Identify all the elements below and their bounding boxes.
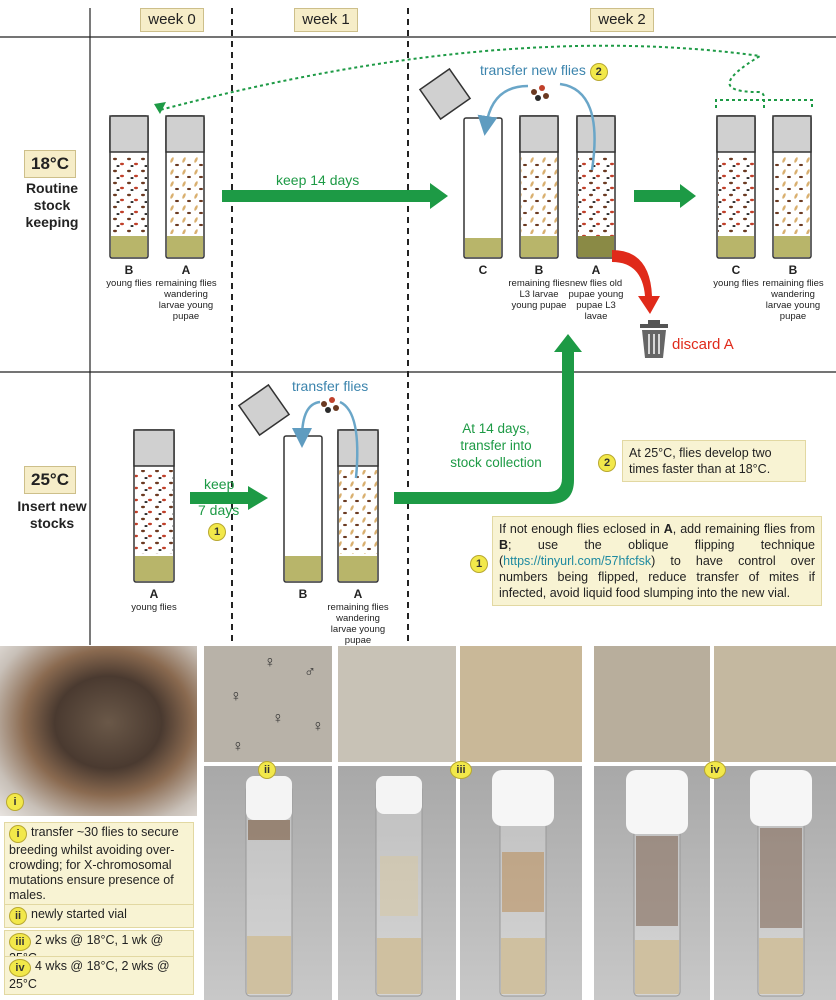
- photo-i: i: [0, 646, 197, 816]
- badge-2-note: 2: [598, 453, 616, 472]
- badge-1-note: 1: [470, 554, 488, 573]
- vial-r1-A2: [576, 115, 616, 259]
- removed-plug-icon-2: [237, 383, 291, 437]
- transfer-arrow-part: [559, 82, 596, 171]
- vial-r1-B3: [772, 115, 812, 259]
- vial-label-r2-B: B: [298, 587, 308, 601]
- photo-ii-top: ♀ ♂ ♀ ♀ ♀ ♀: [204, 646, 332, 762]
- return-bracket: [715, 99, 813, 108]
- discard-arrow: [612, 250, 660, 314]
- temp-25: 25°C: [24, 466, 76, 494]
- return-arrow: [159, 44, 765, 111]
- return-arrow-head: [154, 102, 166, 114]
- transfer-new-flies-label: transfer new flies 2: [480, 62, 608, 81]
- temp-18: 18°C: [24, 150, 76, 178]
- next-step-arrow: [634, 184, 696, 208]
- keep-14-days-label: keep 14 days: [276, 172, 360, 188]
- flies-cluster-icon: [531, 85, 549, 101]
- header-week0: week 0: [140, 8, 204, 32]
- flies-cluster-icon-2: [321, 397, 339, 413]
- vial-photos-overlay: [245, 770, 812, 997]
- flipping-link[interactable]: https://tinyurl.com/57hfcfsk: [503, 554, 652, 568]
- badge-1-arrow: 1: [208, 522, 226, 541]
- row18-title: Routine stock keeping: [25, 180, 79, 230]
- badge-2: 2: [589, 63, 608, 81]
- photo-iv-top-right: [714, 646, 836, 762]
- vial-label-r1-C2: C: [478, 263, 488, 277]
- removed-plug-icon: [418, 67, 472, 121]
- note-two: At 25°C, flies develop two times faster …: [622, 440, 806, 482]
- badge-iii: iii: [450, 760, 472, 779]
- vial-r2-A: [133, 429, 175, 583]
- vial-r1-B2: [519, 115, 559, 259]
- vial-r2-B: [283, 435, 323, 583]
- discard-label: discard A: [672, 336, 734, 353]
- vial-r1-C3: [716, 115, 756, 259]
- photo-iii-top-right: [460, 646, 582, 762]
- transfer-flies-arrow-head: [292, 400, 321, 448]
- header-week2: week 2: [590, 8, 654, 32]
- header-week1: week 1: [294, 8, 358, 32]
- vial-r1-C2: [463, 117, 503, 259]
- keep-7-label-a: keep: [204, 476, 235, 492]
- note-one: If not enough flies eclosed in A, add re…: [492, 516, 822, 606]
- transfer-flies-label: transfer flies: [292, 378, 369, 394]
- transfer-stock-arrow: [394, 334, 582, 504]
- trash-can-icon: [640, 320, 668, 358]
- keep-7-label-b: 7 days: [198, 502, 240, 518]
- badge-ii: ii: [258, 760, 276, 779]
- keep-14-days-arrow: [222, 183, 448, 209]
- stock-keeping-diagram: [0, 8, 836, 645]
- badge-iv: iv: [704, 760, 726, 779]
- transfer-flies-arrow-part: [339, 400, 359, 479]
- vial-r1-A: [165, 115, 205, 259]
- transfer-arrow-head: [477, 84, 529, 136]
- photo-iv-top-left: [594, 646, 710, 762]
- photo-iii-top-left: [338, 646, 456, 762]
- row25-title: Insert new stocks: [17, 498, 87, 531]
- keep-7-days-arrow: [190, 486, 268, 510]
- vial-r1-B: [109, 115, 149, 259]
